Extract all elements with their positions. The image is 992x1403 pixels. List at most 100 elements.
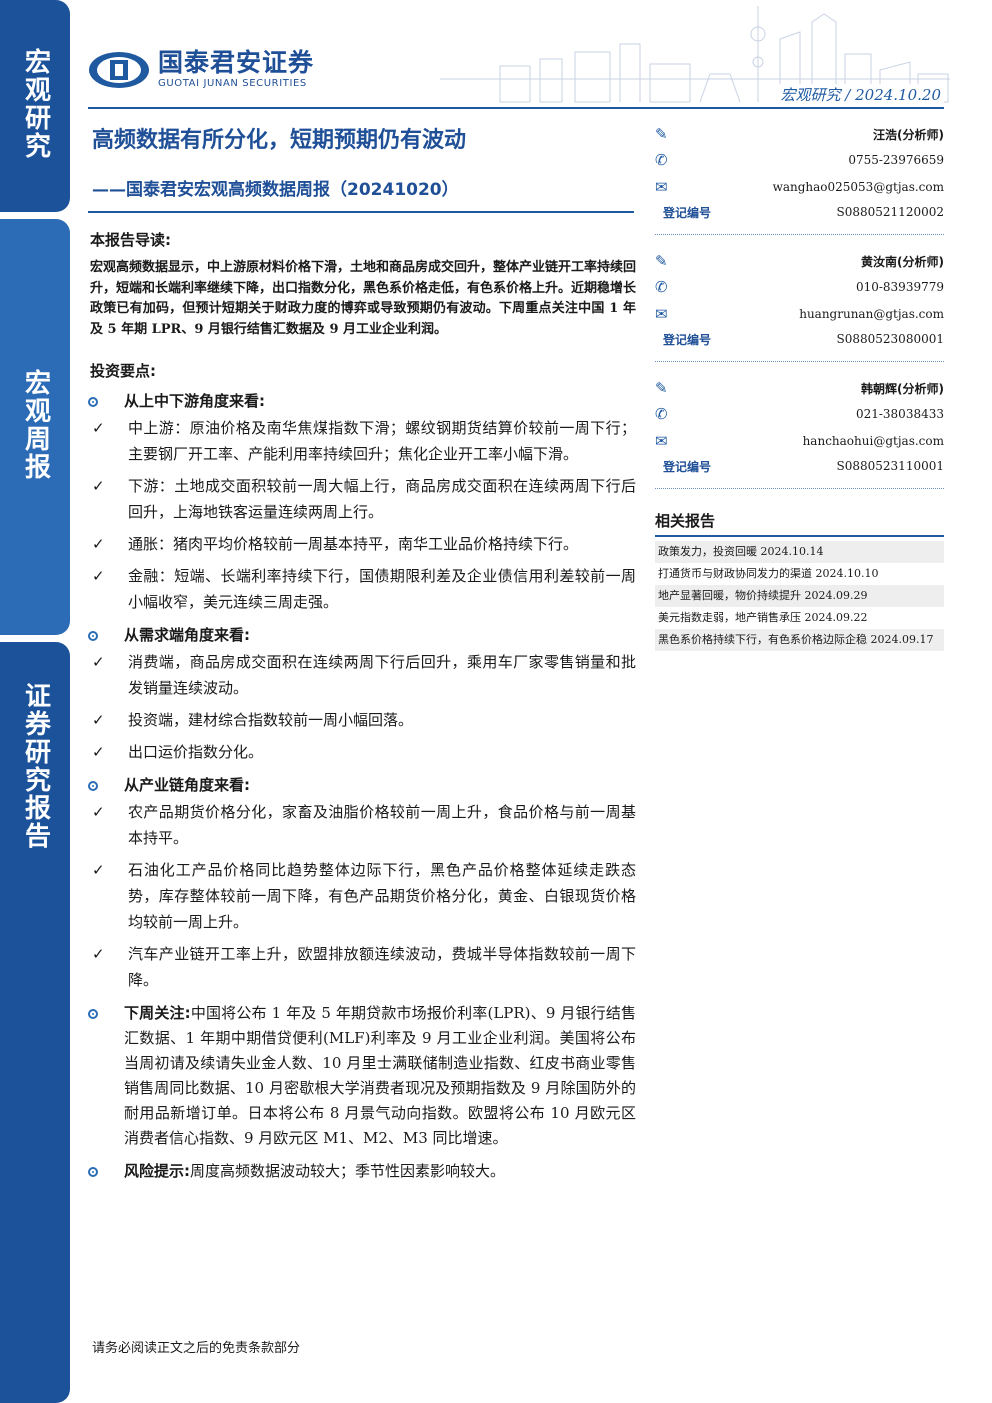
analyst-name: 汪浩(分析师) (873, 127, 944, 142)
keypoint-item-text: 投资端，建材综合指数较前一周小幅回落。 (128, 711, 414, 729)
ring-bullet-icon (88, 397, 98, 407)
header-category: 宏观研究 (780, 86, 841, 104)
keypoint-section: 从产业链角度来看: (88, 773, 636, 798)
analyst-reg-label: 登记编号 (663, 459, 712, 474)
header-date: 2024.10.20 (855, 86, 941, 104)
checkmark-icon: ✓ (92, 743, 105, 761)
related-heading: 相关报告 (655, 510, 944, 537)
side-tab-macro-research: 宏观研究 (0, 0, 70, 212)
analyst-reg-label: 登记编号 (663, 332, 712, 347)
envelope-icon: ✉ (655, 178, 668, 196)
disclaimer-note: 请务必阅读正文之后的免责条款部分 (92, 1341, 301, 1356)
ring-bullet-icon (88, 631, 98, 641)
keypoint-item-text: 汽车产业链开工率上升，欧盟排放额连续波动，费城半导体指数较前一周下降。 (128, 945, 636, 989)
checkmark-icon: ✓ (92, 477, 105, 495)
keypoint-item-text: 通胀：猪肉平均价格较前一周基本持平，南华工业品价格持续下行。 (128, 535, 579, 553)
analyst-divider (655, 488, 944, 489)
company-logo: 国泰君安证券 GUOTAI JUNAN SECURITIES (88, 50, 314, 89)
keypoint-section-title: 从需求端角度来看: (124, 626, 250, 644)
keypoint-item-text: 中上游：原油价格及南华焦煤指数下滑；螺纹钢期货结算价较前一周下行；主要钢厂开工率… (128, 419, 636, 463)
city-skyline-icon (440, 6, 950, 103)
analyst-phone: 021-38038433 (855, 407, 944, 421)
keypoint-item-text: 石油化工产品价格同比趋势整体边际下行，黑色产品价格整体延续走跌态势，库存整体较前… (128, 861, 636, 931)
keypoint-item-text: 金融：短端、长端利率持续下行，国债期限利差及企业债信用利差较前一周小幅收窄，美元… (128, 567, 636, 611)
keypoint-item: ✓ 石油化工产品价格同比趋势整体边际下行，黑色产品价格整体延续走跌态势，库存整体较… (90, 857, 636, 935)
side-tab-label: 宏观研究 (20, 48, 51, 160)
checkmark-icon: ✓ (92, 567, 105, 585)
analyst-card: ✎ 黄汝南(分析师) ✆ 010-83939779 ✉ huangrunan@g… (655, 249, 944, 376)
related-report-link[interactable]: 地产显著回暖，物价持续提升 2024.09.29 (655, 585, 944, 607)
checkmark-icon: ✓ (92, 861, 105, 879)
phone-icon: ✆ (655, 278, 668, 296)
ring-bullet-icon (88, 781, 98, 791)
phone-icon: ✆ (655, 405, 668, 423)
keypoint-item-text: 下游：土地成交面积较前一周大幅上行，商品房成交面积在连续两周下行后回升，上海地铁… (128, 477, 636, 521)
analyst-divider (655, 234, 944, 235)
ring-bullet-icon (88, 1009, 98, 1019)
risk-title: 风险提示: (124, 1162, 190, 1180)
pen-icon: ✎ (655, 125, 668, 143)
analyst-reg-no: S0880521120002 (836, 205, 944, 219)
next-week-section: 下周关注:中国将公布 1 年及 5 年期贷款市场报价利率(LPR)、9 月银行结… (88, 1001, 637, 1151)
pen-icon: ✎ (655, 379, 668, 397)
side-tab-securities-report: 证券研究报告 (0, 642, 70, 1403)
keypoint-item: ✓ 出口运价指数分化。 (90, 739, 636, 765)
keypoint-section-title: 从产业链角度来看: (124, 776, 250, 794)
checkmark-icon: ✓ (92, 535, 105, 553)
next-week-title: 下周关注: (124, 1004, 191, 1022)
related-report-link[interactable]: 政策发力，投资回暖 2024.10.14 (655, 541, 944, 563)
keypoint-item-text: 农产品期货价格分化，家畜及油脂价格较前一周上升，食品价格与前一周基本持平。 (128, 803, 636, 847)
analyst-email[interactable]: huangrunan@gtjas.com (799, 307, 944, 321)
analyst-panel: ✎ 汪浩(分析师) ✆ 0755-23976659 ✉ wanghao02505… (655, 122, 944, 503)
header-category-date: 宏观研究 / 2024.10.20 (777, 84, 944, 105)
risk-section: 风险提示:周度高频数据波动较大；季节性因素影响较大。 (88, 1159, 636, 1184)
intro-text: 宏观高频数据显示，中上游原材料价格下滑，土地和商品房成交回升，整体产业链开工率持… (90, 260, 637, 337)
related-report-link[interactable]: 美元指数走弱，地产销售承压 2024.09.22 (658, 611, 868, 624)
analyst-reg-no: S0880523110001 (836, 459, 944, 473)
analyst-name: 黄汝南(分析师) (861, 254, 944, 269)
keypoint-item: ✓ 通胀：猪肉平均价格较前一周基本持平，南华工业品价格持续下行。 (90, 531, 636, 557)
pen-icon: ✎ (655, 252, 668, 270)
analyst-name: 韩朝辉(分析师) (861, 381, 944, 396)
keypoint-item: ✓ 消费端，商品房成交面积在连续两周下行后回升，乘用车厂家零售销量和批发销量连续波… (90, 649, 636, 701)
envelope-icon: ✉ (655, 305, 668, 323)
analyst-card: ✎ 韩朝辉(分析师) ✆ 021-38038433 ✉ hanchaohui@g… (655, 376, 944, 503)
checkmark-icon: ✓ (92, 711, 105, 729)
logo-mark-icon (88, 51, 150, 89)
analyst-divider (655, 361, 944, 362)
keypoint-item: ✓ 金融：短端、长端利率持续下行，国债期限利差及企业债信用利差较前一周小幅收窄，美… (90, 563, 636, 615)
keypoint-item-text: 消费端，商品房成交面积在连续两周下行后回升，乘用车厂家零售销量和批发销量连续波动… (128, 653, 636, 697)
side-tab-label: 证券研究报告 (20, 682, 51, 850)
analyst-reg-no: S0880523080001 (836, 332, 944, 346)
envelope-icon: ✉ (655, 432, 668, 450)
analyst-phone: 010-83939779 (855, 280, 944, 294)
checkmark-icon: ✓ (92, 945, 105, 963)
next-week-text: 中国将公布 1 年及 5 年期贷款市场报价利率(LPR)、9 月银行结售汇数据、… (124, 1004, 637, 1147)
intro-heading: 本报告导读: (90, 231, 171, 249)
side-tab-label: 宏观周报 (20, 369, 51, 481)
checkmark-icon: ✓ (92, 803, 105, 821)
report-title: 高频数据有所分化，短期预期仍有波动 (92, 128, 467, 153)
keypoint-item-text: 出口运价指数分化。 (128, 743, 264, 761)
ring-bullet-icon (88, 1167, 98, 1177)
related-reports: 相关报告 政策发力，投资回暖 2024.10.14 打通货币与财政协同发力的渠道… (655, 510, 944, 651)
keypoint-section: 从需求端角度来看: (88, 623, 636, 648)
keypoint-item: ✓ 农产品期货价格分化，家畜及油脂价格较前一周上升，食品价格与前一周基本持平。 (90, 799, 636, 851)
analyst-email[interactable]: wanghao025053@gtjas.com (772, 180, 944, 194)
main-content: 本报告导读: 宏观高频数据显示，中上游原材料价格下滑，土地和商品房成交回升，整体… (88, 229, 637, 1184)
checkmark-icon: ✓ (92, 653, 105, 671)
related-report-link[interactable]: 打通货币与财政协同发力的渠道 2024.10.10 (658, 567, 879, 580)
analyst-email[interactable]: hanchaohui@gtjas.com (802, 434, 944, 448)
checkmark-icon: ✓ (92, 419, 105, 437)
analyst-card: ✎ 汪浩(分析师) ✆ 0755-23976659 ✉ wanghao02505… (655, 122, 944, 249)
risk-text: 周度高频数据波动较大；季节性因素影响较大。 (190, 1162, 506, 1180)
logo-text-cn: 国泰君安证券 (158, 48, 315, 77)
related-report-link[interactable]: 黑色系价格持续下行，有色系价格边际企稳 2024.09.17 (655, 629, 944, 651)
analyst-phone: 0755-23976659 (848, 153, 944, 167)
logo-text-en: GUOTAI JUNAN SECURITIES (158, 78, 307, 89)
keypoint-item: ✓ 汽车产业链开工率上升，欧盟排放额连续波动，费城半导体指数较前一周下降。 (90, 941, 636, 993)
report-subtitle: ——国泰君安宏观高频数据周报（20241020） (92, 180, 459, 200)
keypoint-item: ✓ 投资端，建材综合指数较前一周小幅回落。 (90, 707, 636, 733)
side-tab-macro-weekly: 宏观周报 (0, 219, 70, 635)
title-divider (88, 211, 634, 213)
